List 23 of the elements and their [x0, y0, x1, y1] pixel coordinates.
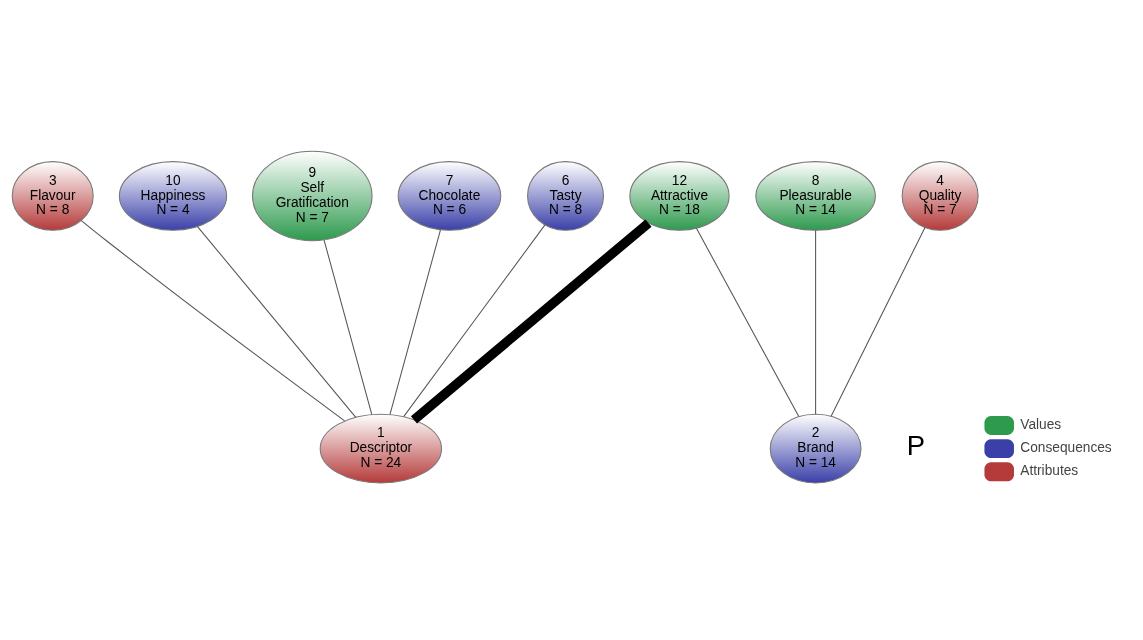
node-ellipse: 7 Chocolate N = 6	[397, 160, 502, 231]
connector	[695, 227, 800, 417]
node-ellipse: 10 Happiness N = 4	[118, 160, 228, 231]
connector	[197, 225, 357, 418]
node-ellipse: 1 Descriptor N = 24	[319, 413, 443, 483]
node-ellipse: 8 Pleasurable N = 14	[755, 160, 876, 231]
connector	[389, 229, 441, 415]
connector	[403, 224, 546, 417]
legend-label: Values	[1020, 416, 1062, 432]
node-ellipse: 9 Self Gratification N = 7	[252, 150, 373, 241]
label: P	[906, 429, 925, 461]
connector	[323, 239, 373, 415]
node-circle: 4 Quality N = 7	[901, 160, 979, 231]
legend-label: Consequences	[1020, 439, 1112, 455]
connector	[80, 219, 346, 421]
legend-label: Attributes	[1020, 462, 1079, 478]
node-ellipse: 12 Attractive N = 18	[629, 160, 730, 231]
connector	[410, 218, 652, 423]
node-ellipse: 2 Brand N = 14	[769, 413, 862, 483]
connector	[815, 229, 817, 415]
node-circle: 6 Tasty N = 8	[527, 160, 605, 231]
connector	[830, 226, 926, 417]
node-ellipse: 3 Flavour N = 8	[11, 160, 94, 231]
